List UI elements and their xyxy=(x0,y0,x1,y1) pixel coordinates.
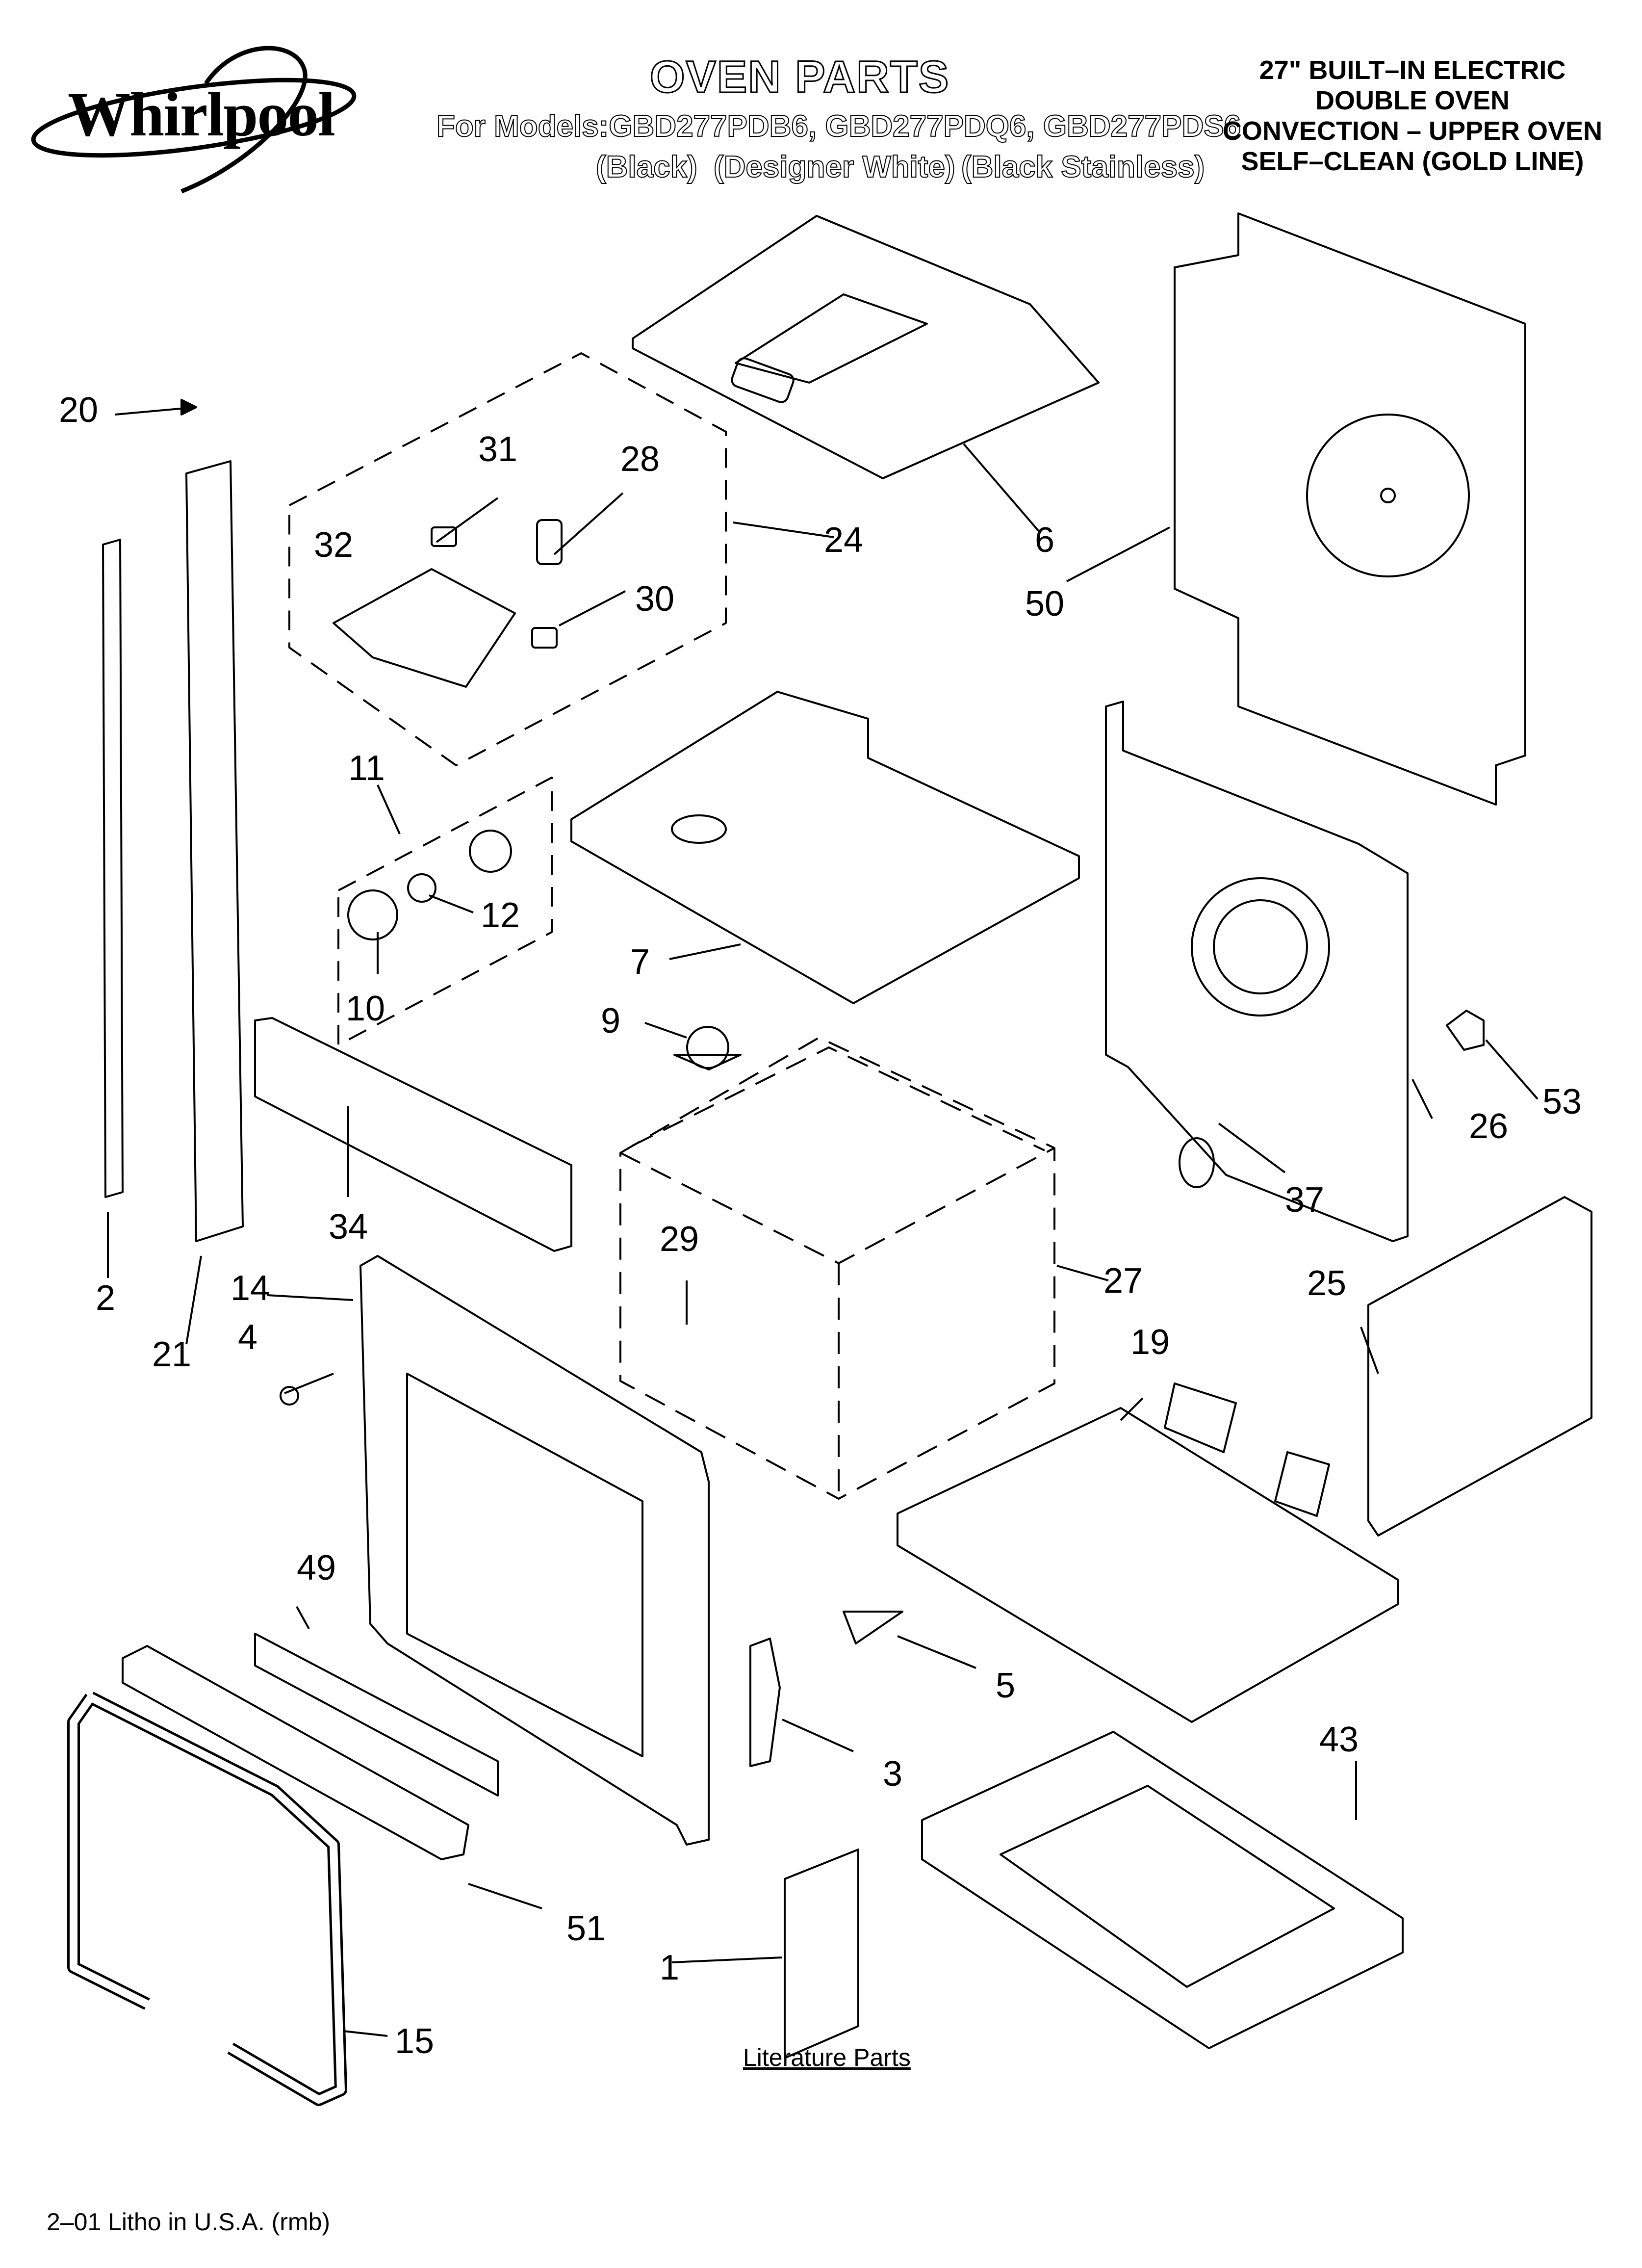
part-4-screw xyxy=(284,1373,334,1394)
variant-black-stainless: (Black Stainless) xyxy=(961,150,1205,184)
leader-arrows xyxy=(107,399,1539,2037)
part-label: 43 xyxy=(1319,1720,1359,1759)
part-label: 29 xyxy=(660,1220,699,1259)
part-1-literature xyxy=(784,1849,859,2059)
part-label: 1 xyxy=(660,1948,680,1987)
part-19-floor-panel xyxy=(897,1407,1399,1723)
part-label: 34 xyxy=(329,1207,368,1247)
part-25-side-panel xyxy=(1367,1196,1592,1537)
part-label: 30 xyxy=(635,579,675,619)
part-label: 9 xyxy=(601,1001,621,1041)
part-label: 25 xyxy=(1307,1264,1347,1303)
logo-swoosh xyxy=(31,78,357,158)
part-21-side-trim xyxy=(185,460,244,1242)
part-51-vent-trim xyxy=(122,1645,469,1860)
part-label: 3 xyxy=(883,1754,903,1794)
part-label: 27 xyxy=(1103,1261,1143,1301)
part-label: 50 xyxy=(1025,584,1065,624)
part-5-bracket xyxy=(843,1611,903,1644)
variant-black: (Black) xyxy=(595,150,698,184)
brand-logo-text: Whirlpool xyxy=(68,79,335,149)
part-14-front-frame xyxy=(359,1255,710,1846)
part-label: 6 xyxy=(1035,521,1055,560)
part-9-cap xyxy=(673,1054,742,1070)
part-label: 11 xyxy=(348,749,385,788)
part-53-bracket xyxy=(1446,1010,1485,1051)
part-label: 19 xyxy=(1130,1323,1170,1362)
description-line-1: 27" BUILT–IN ELECTRIC xyxy=(1259,55,1566,85)
part-27-oven-cavity xyxy=(619,1037,1055,1500)
part-43-tray xyxy=(921,1731,1404,2049)
part-label: 37 xyxy=(1285,1180,1325,1220)
variant-designer-white: (Designer White) xyxy=(713,150,956,184)
part-label: 32 xyxy=(314,525,354,565)
part-26-side-panel xyxy=(1105,701,1409,1242)
part-11-dashed-boundary xyxy=(337,777,553,1046)
part-24-dashed-boundary xyxy=(288,352,727,766)
part-label: 31 xyxy=(478,430,518,469)
page-title: OVEN PARTS xyxy=(649,52,950,103)
part-label: 4 xyxy=(238,1318,258,1357)
part-6-top-panel xyxy=(632,215,1100,479)
part-label: 12 xyxy=(481,896,520,935)
part-label: 15 xyxy=(395,2022,435,2061)
part-label: 51 xyxy=(566,1909,606,1948)
part-label: 49 xyxy=(297,1548,336,1588)
part-label: 24 xyxy=(824,521,864,560)
part-50-rear-panel xyxy=(1174,212,1526,806)
part-2-trim-strip xyxy=(102,539,124,1198)
part-label: 28 xyxy=(620,440,660,479)
part-label: 21 xyxy=(152,1335,192,1374)
part-7-upper-panel xyxy=(570,691,1080,1004)
logo-swirl xyxy=(180,46,308,194)
part-49-bar xyxy=(254,1633,499,1797)
part-label: 10 xyxy=(346,989,385,1028)
part-3-bracket xyxy=(749,1638,781,1767)
description-line-4: SELF–CLEAN (GOLD LINE) xyxy=(1241,147,1584,176)
part-label: 2 xyxy=(96,1278,116,1318)
model-list: For Models:GBD277PDB6, GBD277PDQ6, GBD27… xyxy=(436,109,1241,144)
part-label: 26 xyxy=(1469,1107,1509,1146)
literature-parts-label: Literature Parts xyxy=(743,2044,911,2071)
part-label: 14 xyxy=(231,1269,270,1308)
part-34-vent-grille xyxy=(254,1017,572,1252)
description-line-3: CONVECTION – UPPER OVEN xyxy=(1222,116,1603,146)
part-label: 7 xyxy=(630,942,650,982)
description-line-2: DOUBLE OVEN xyxy=(1315,86,1510,115)
part-37-thermostat xyxy=(1179,1137,1215,1188)
part-label: 5 xyxy=(996,1666,1016,1705)
part-label: 20 xyxy=(59,391,99,430)
footer-litho-note: 2–01 Litho in U.S.A. (rmb) xyxy=(47,2208,331,2236)
part-label: 53 xyxy=(1542,1082,1582,1121)
